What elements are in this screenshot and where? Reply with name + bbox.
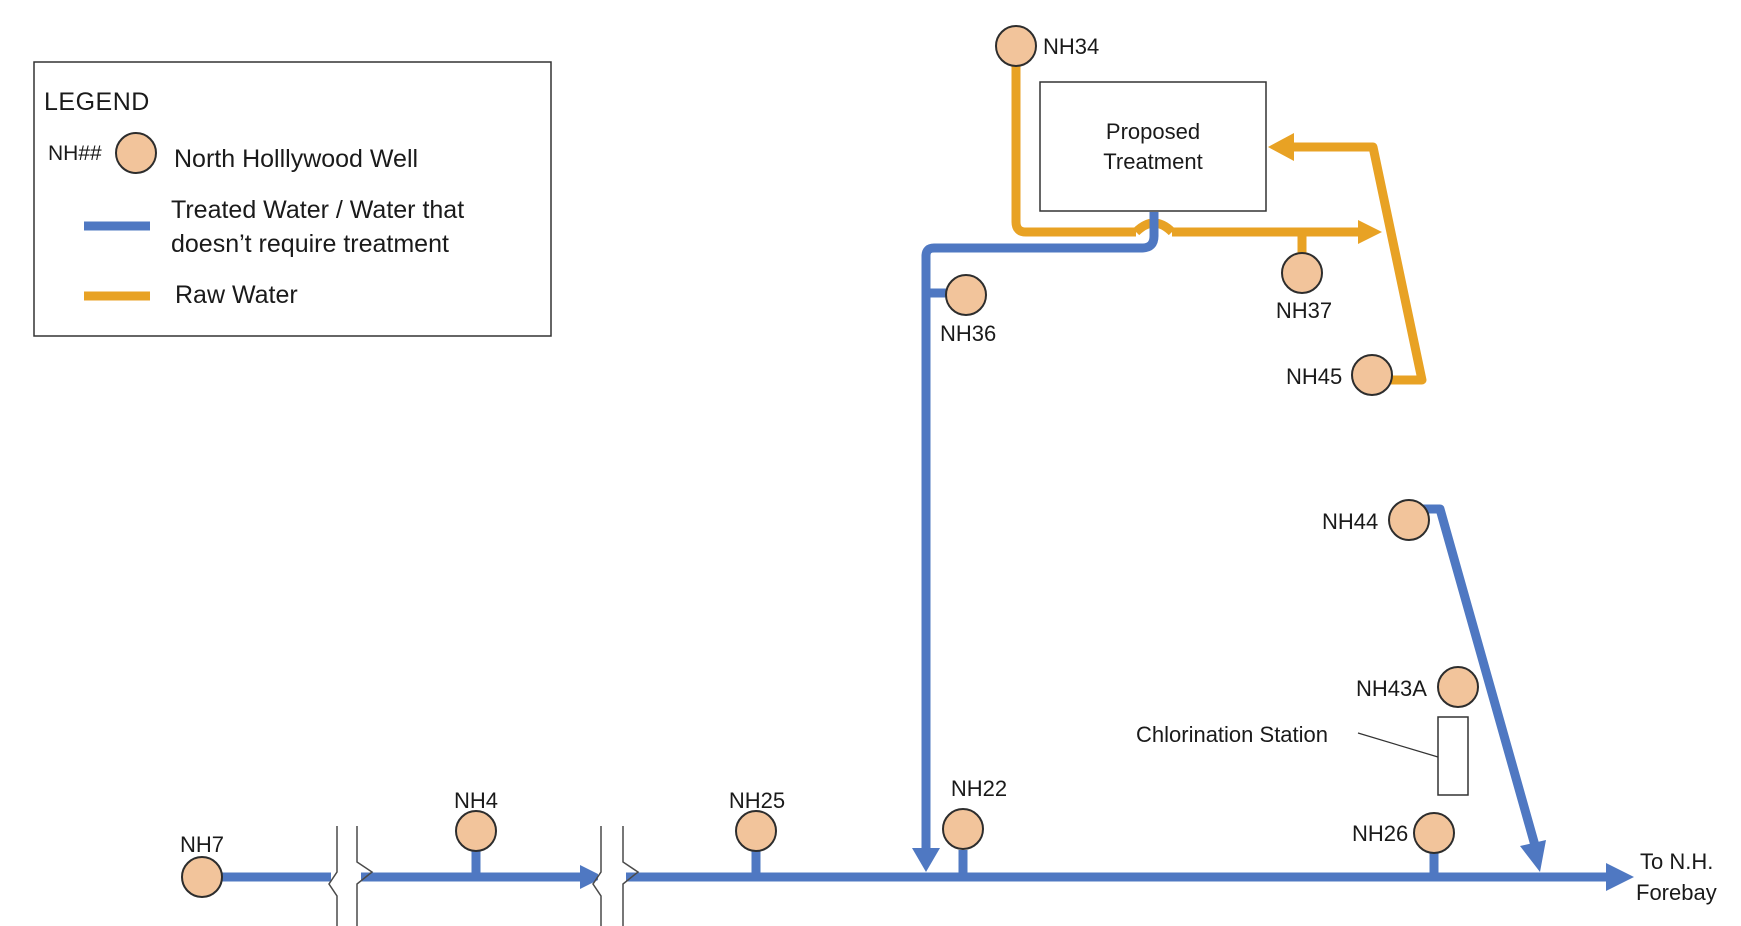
well-label-nh22: NH22 xyxy=(951,776,1007,801)
well-label-nh26: NH26 xyxy=(1352,821,1408,846)
treated-water-network xyxy=(222,212,1634,926)
treatment-box-rect xyxy=(1039,81,1267,212)
well-nh7 xyxy=(181,856,223,898)
well-label-nh45: NH45 xyxy=(1286,364,1342,389)
well-nh45 xyxy=(1351,354,1393,396)
chlorination-station-label: Chlorination Station xyxy=(1136,722,1328,747)
main-arrow-1 xyxy=(580,865,604,889)
well-nh25 xyxy=(735,810,777,852)
outlet-label: To N.H. Forebay xyxy=(1636,849,1717,905)
outlet-label-line2: Forebay xyxy=(1636,880,1717,905)
treated-outflow-pipe xyxy=(921,212,1159,848)
well-label-nh7: NH7 xyxy=(180,832,224,857)
raw-arrow-treatment xyxy=(1268,133,1294,161)
break-line-2a xyxy=(592,826,602,926)
legend-treated-line2: doesn’t require treatment xyxy=(171,230,449,258)
wells: NH7 NH4 NH25 NH22 NH26 NH43A NH44 NH36 N… xyxy=(180,25,1479,898)
break-gap-1 xyxy=(331,866,361,890)
well-label-nh34: NH34 xyxy=(1043,34,1099,59)
break-line-2b xyxy=(622,826,640,926)
legend-well-symbol xyxy=(115,132,157,174)
raw-arrow-manifold xyxy=(1358,220,1382,244)
legend-well-desc: North Holllywood Well xyxy=(174,145,418,173)
legend: LEGEND NH## North Holllywood Well Treate… xyxy=(33,61,552,337)
well-nh26 xyxy=(1413,812,1455,854)
chlorination-leader xyxy=(1357,732,1439,758)
well-label-nh37: NH37 xyxy=(1276,298,1332,323)
well-nh36 xyxy=(945,274,987,316)
treatment-label-line1: Proposed xyxy=(1106,119,1200,144)
raw-water-network xyxy=(1011,66,1427,385)
well-label-nh36: NH36 xyxy=(940,321,996,346)
legend-raw-desc: Raw Water xyxy=(175,281,298,309)
well-nh22 xyxy=(942,808,984,850)
well-nh4 xyxy=(455,810,497,852)
well-label-nh25: NH25 xyxy=(729,788,785,813)
legend-treated-line1: Treated Water / Water that xyxy=(171,196,464,224)
legend-box xyxy=(33,61,552,337)
chlorination-station: Chlorination Station xyxy=(1136,716,1469,796)
treatment-box: Proposed Treatment xyxy=(1039,81,1267,212)
well-label-nh44: NH44 xyxy=(1322,509,1378,534)
main-outlet-arrow xyxy=(1606,863,1634,891)
well-label-nh43a: NH43A xyxy=(1356,676,1427,701)
raw-pipe-nh45 xyxy=(1292,142,1427,385)
break-line-1b xyxy=(356,826,374,926)
outlet-label-line1: To N.H. xyxy=(1640,849,1713,874)
treated-outflow-arrow xyxy=(912,848,940,872)
treatment-label-line2: Treatment xyxy=(1103,149,1202,174)
well-label-nh4: NH4 xyxy=(454,788,498,813)
well-nh43a xyxy=(1437,666,1479,708)
nh44-arrow xyxy=(1520,840,1546,872)
well-nh44 xyxy=(1388,499,1430,541)
well-nh37 xyxy=(1281,252,1323,294)
raw-pipe-nh34 xyxy=(1011,66,1136,237)
legend-well-symbol-label: NH## xyxy=(48,142,102,165)
legend-title: LEGEND xyxy=(44,88,150,116)
chlorination-station-box xyxy=(1437,716,1469,796)
break-gap-2 xyxy=(598,866,626,890)
break-line-1a xyxy=(328,826,338,926)
well-nh34 xyxy=(995,25,1037,67)
